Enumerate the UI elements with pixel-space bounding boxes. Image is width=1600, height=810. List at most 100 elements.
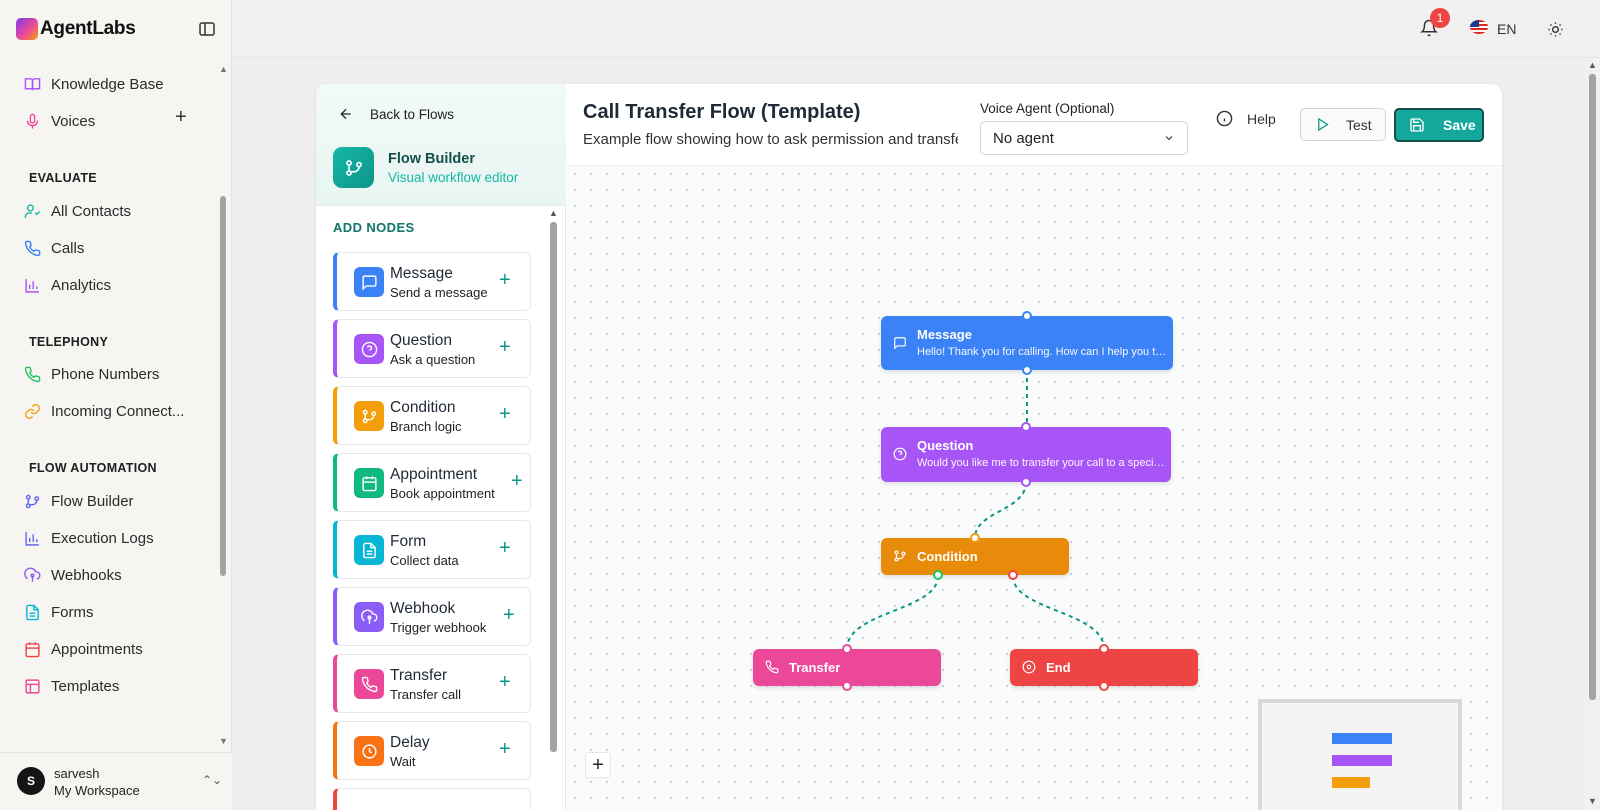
phone-icon [765, 660, 779, 674]
question-input-handle[interactable] [1021, 422, 1031, 432]
plus-icon[interactable]: + [499, 537, 511, 559]
play-icon [1318, 117, 1329, 132]
add-transfer-node[interactable]: Transfer Transfer call + [333, 654, 531, 713]
back-to-flows-link[interactable]: Back to Flows [338, 106, 454, 122]
sidebar-toggle-icon[interactable] [198, 20, 216, 38]
node-subtitle: Wait [390, 754, 416, 769]
add-appointment-node[interactable]: Appointment Book appointment + [333, 453, 531, 512]
sidebar-item-label: Execution Logs [51, 529, 154, 547]
avatar: S [17, 767, 45, 795]
palette-scroll-thumb[interactable] [550, 222, 557, 752]
git-branch-icon [25, 494, 40, 508]
message-icon [354, 267, 384, 297]
plus-icon[interactable]: + [499, 738, 511, 760]
condition-false-handle[interactable] [1008, 570, 1018, 580]
plus-icon[interactable]: + [499, 336, 511, 358]
plus-icon[interactable]: + [511, 470, 523, 492]
sidebar-item-incoming-connections[interactable]: Incoming Connect... [24, 399, 184, 423]
sidebar-item-label: Analytics [51, 276, 112, 294]
sidebar-item-phone-numbers[interactable]: Phone Numbers [24, 362, 159, 386]
condition-true-handle[interactable] [933, 570, 943, 580]
flow-canvas[interactable]: Message Hello! Thank you for calling. Ho… [567, 166, 1502, 810]
sidebar-scroll-thumb[interactable] [220, 196, 226, 576]
plus-icon[interactable]: + [499, 671, 511, 693]
zoom-in-button[interactable]: + [585, 752, 611, 778]
document-icon [26, 604, 39, 620]
sun-icon[interactable] [1547, 21, 1564, 38]
flow-node-message[interactable]: Message Hello! Thank you for calling. Ho… [881, 316, 1173, 370]
save-button[interactable]: Save [1394, 108, 1484, 142]
message-output-handle[interactable] [1022, 365, 1032, 375]
page-scroll-down-arrow[interactable]: ▼ [1588, 796, 1597, 806]
flow-node-condition[interactable]: Condition [881, 538, 1069, 575]
flow-node-end[interactable]: End [1010, 649, 1198, 686]
node-title: Form [390, 533, 427, 550]
sidebar-item-all-contacts[interactable]: All Contacts [24, 199, 131, 223]
sidebar-item-analytics[interactable]: Analytics [24, 273, 111, 297]
end-output-handle[interactable] [1099, 681, 1109, 691]
message-input-handle[interactable] [1022, 311, 1032, 321]
page-scrollbar[interactable]: ▲ ▼ [1585, 58, 1600, 810]
sidebar-item-execution-logs[interactable]: Execution Logs [24, 526, 154, 550]
minimap[interactable] [1258, 699, 1462, 810]
clock-icon [354, 736, 384, 766]
add-delay-node[interactable]: Delay Wait + [333, 721, 531, 780]
end-input-handle[interactable] [1099, 644, 1109, 654]
sidebar-item-appointments[interactable]: Appointments [24, 637, 143, 661]
add-form-node[interactable]: Form Collect data + [333, 520, 531, 579]
sidebar-item-forms[interactable]: Forms [24, 600, 94, 624]
sidebar-item-calls[interactable]: Calls [24, 236, 84, 260]
brand[interactable]: AgentLabs [16, 16, 136, 42]
add-webhook-node[interactable]: Webhook Trigger webhook + [333, 587, 531, 646]
voice-agent-select[interactable]: No agent [980, 121, 1188, 155]
user-switcher[interactable]: S sarvesh My Workspace ⌃⌄ [0, 752, 232, 810]
minimap-node-question [1332, 755, 1392, 766]
plus-icon[interactable]: + [503, 604, 515, 626]
arrow-left-icon [340, 108, 351, 120]
transfer-input-handle[interactable] [842, 644, 852, 654]
language-selector[interactable]: EN [1497, 21, 1517, 37]
sidebar-scrollbar[interactable] [219, 62, 227, 742]
sidebar-item-voices[interactable]: Voices [24, 109, 95, 133]
edge-condition-transfer [846, 575, 939, 650]
test-button[interactable]: Test [1300, 108, 1386, 141]
node-subtitle: Transfer call [390, 687, 462, 702]
add-end-node[interactable] [333, 788, 531, 810]
plus-icon[interactable]: + [499, 269, 511, 291]
users-icon [24, 203, 41, 218]
sidebar-item-webhooks[interactable]: Webhooks [24, 563, 122, 587]
flow-node-question[interactable]: Question Would you like me to transfer y… [881, 427, 1171, 482]
help-button[interactable]: Help [1216, 110, 1276, 127]
node-subtitle: Book appointment [390, 486, 495, 501]
node-title: Appointment [390, 466, 478, 483]
page-scroll-up-arrow[interactable]: ▲ [1588, 60, 1597, 70]
calendar-icon [25, 641, 40, 657]
sidebar-item-templates[interactable]: Templates [24, 674, 119, 698]
sidebar-scroll-down-arrow[interactable]: ▼ [219, 736, 228, 746]
page-scroll-thumb[interactable] [1589, 74, 1596, 700]
palette-scrollbar[interactable]: ▲ [548, 206, 558, 810]
add-message-node[interactable]: Message Send a message + [333, 252, 531, 311]
condition-input-handle[interactable] [970, 533, 980, 543]
us-flag-icon[interactable] [1470, 20, 1488, 34]
transfer-output-handle[interactable] [842, 681, 852, 691]
minimap-node-message [1332, 733, 1392, 744]
sidebar-item-flow-builder[interactable]: Flow Builder [24, 489, 134, 513]
flow-node-transfer[interactable]: Transfer [753, 649, 941, 686]
flow-builder-card: Back to Flows Flow Builder Visual workfl… [316, 84, 1502, 810]
user-name: sarvesh [54, 766, 100, 781]
palette-scroll-up-arrow[interactable]: ▲ [549, 208, 558, 218]
question-icon [893, 447, 907, 461]
sidebar-item-knowledge-base[interactable]: Knowledge Base [24, 72, 164, 96]
bell-icon[interactable] [1420, 18, 1438, 38]
node-title: Transfer [390, 667, 448, 684]
add-voice-button[interactable]: + [175, 106, 187, 128]
plus-icon[interactable]: + [499, 403, 511, 425]
add-question-node[interactable]: Question Ask a question + [333, 319, 531, 378]
sidebar: AgentLabs Knowledge Base Voices + EVALUA… [0, 0, 232, 810]
add-condition-node[interactable]: Condition Branch logic + [333, 386, 531, 445]
sidebar-scroll-up-arrow[interactable]: ▲ [219, 64, 228, 74]
edges-layer [846, 369, 1105, 650]
question-output-handle[interactable] [1021, 477, 1031, 487]
sidebar-item-label: Appointments [51, 640, 143, 658]
